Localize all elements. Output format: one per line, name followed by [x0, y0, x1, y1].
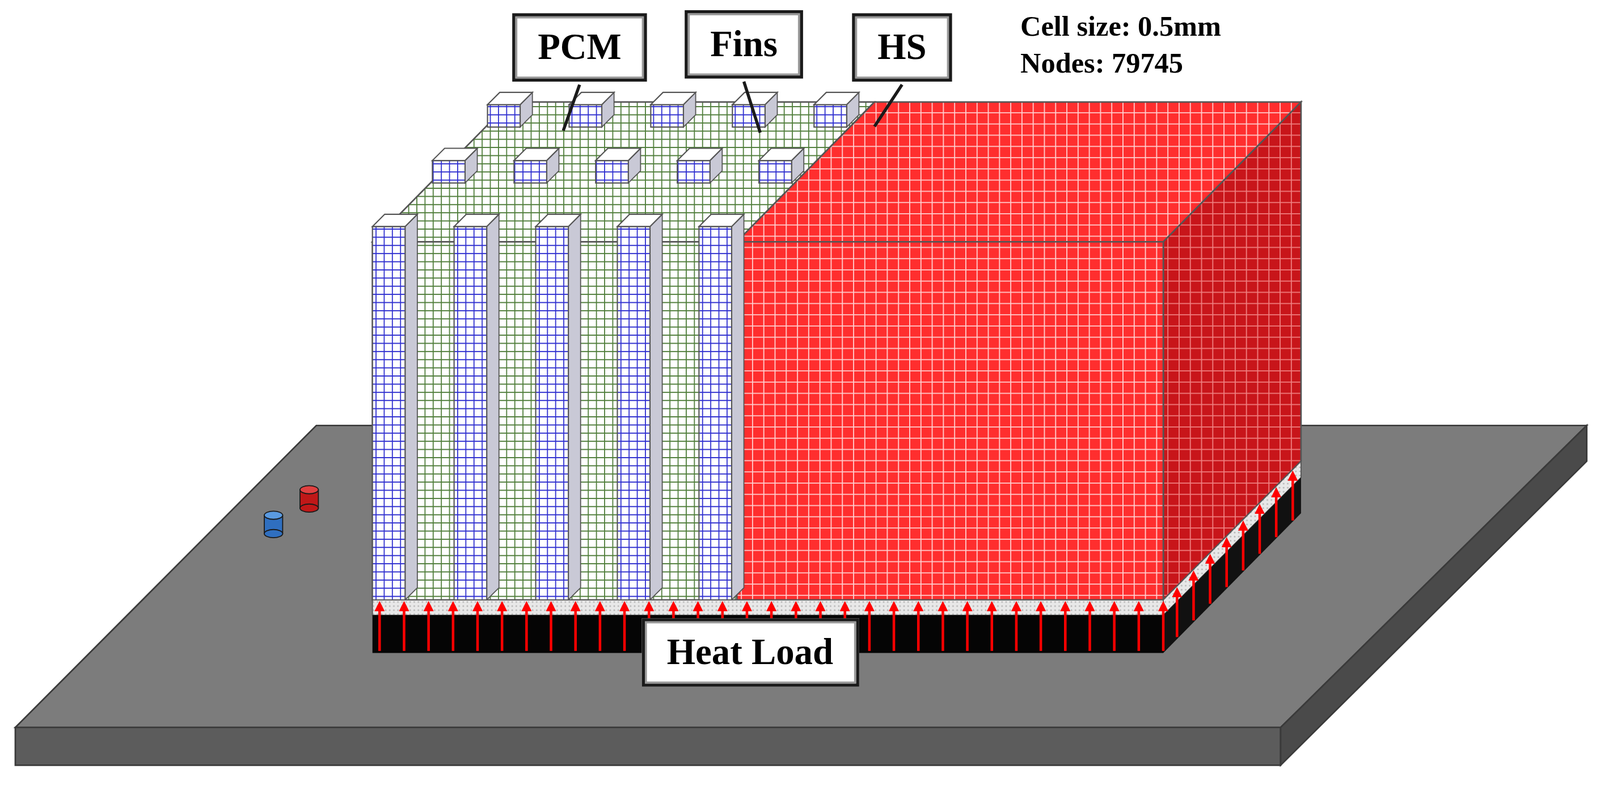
fin-side	[731, 214, 745, 601]
fin-front	[677, 160, 711, 184]
fin-pillar	[513, 148, 559, 184]
heat-arrow	[549, 606, 552, 652]
heat-arrow	[917, 606, 920, 652]
heat-arrow	[1275, 492, 1278, 538]
fin-pillar	[617, 214, 662, 601]
heat-arrow	[1192, 575, 1195, 621]
fin-front	[650, 104, 684, 128]
fin-top	[595, 148, 641, 162]
fin-top	[617, 214, 662, 227]
fin-pillar	[432, 148, 477, 184]
fin-front	[617, 226, 650, 600]
mesh-info: Nodes: 79745	[1020, 47, 1184, 80]
heat-arrow	[1112, 606, 1116, 652]
heat-arrow	[965, 606, 969, 652]
leader-line	[744, 81, 761, 133]
fin-top	[732, 92, 778, 105]
fin-side	[404, 214, 418, 601]
fin-top	[432, 148, 477, 162]
callout-box: HS	[851, 13, 952, 82]
heat-arrow	[990, 606, 993, 652]
fin-top	[698, 214, 744, 227]
fin-pillar	[595, 148, 641, 184]
heat-arrow	[941, 606, 944, 652]
heat-arrow	[1064, 606, 1067, 652]
fin-top	[650, 92, 696, 105]
leader-line	[563, 84, 580, 131]
box-label: Fins	[710, 22, 778, 67]
heat-arrow	[573, 606, 577, 652]
heat-arrow	[452, 606, 455, 652]
fin-front	[535, 226, 569, 600]
fin-pillars-back	[432, 92, 859, 184]
heat-arrow	[1162, 606, 1165, 652]
heat-arrow	[1242, 525, 1245, 571]
fin-top	[758, 148, 804, 162]
fin-pillar	[813, 92, 859, 128]
heat-arrow	[1175, 592, 1179, 637]
heat-arrow	[1258, 508, 1261, 554]
leader-lines	[563, 81, 902, 133]
fin-pillar	[698, 214, 744, 601]
heat-arrow	[1088, 606, 1091, 652]
fin-front	[758, 160, 792, 184]
fin-top	[513, 148, 559, 162]
fin-front	[487, 104, 521, 128]
fin-pillar	[487, 92, 533, 128]
fin-top	[813, 92, 859, 105]
fin-top	[372, 214, 418, 227]
fin-front	[513, 160, 547, 184]
fin-front	[454, 226, 488, 600]
heat-arrow	[476, 606, 479, 652]
fin-pillar	[372, 214, 418, 601]
callout-box: PCM	[512, 13, 647, 82]
heat-arrow	[500, 606, 504, 652]
fin-pillar	[454, 214, 500, 601]
fin-pillars-front	[372, 214, 745, 601]
mesh-info: Cell size: 0.5mm	[1020, 10, 1222, 44]
fin-pillar	[650, 92, 696, 128]
fin-front	[698, 226, 732, 600]
load-box: Heat Load	[641, 618, 859, 687]
fin-pillar	[758, 148, 804, 184]
fin-front	[372, 226, 406, 600]
heat-arrow	[1225, 542, 1228, 588]
fin-front	[732, 104, 766, 128]
heat-arrow	[1015, 606, 1018, 652]
fin-front	[813, 104, 847, 128]
fin-side	[568, 214, 581, 601]
sensor-cylinders	[264, 485, 319, 538]
fin-front	[595, 160, 629, 184]
heat-arrow	[598, 606, 602, 652]
heat-arrow	[427, 606, 430, 652]
heat-arrow	[378, 606, 381, 652]
heat-arrow	[1039, 606, 1042, 652]
box-label: PCM	[537, 25, 622, 70]
fin-front	[432, 160, 466, 184]
fin-side	[486, 214, 500, 601]
fin-pillar	[677, 148, 723, 184]
fin-pillar	[732, 92, 778, 128]
fin-top	[677, 148, 723, 162]
fin-top	[454, 214, 500, 227]
heat-arrow	[1137, 606, 1141, 652]
fin-top	[487, 92, 533, 105]
heat-arrow	[868, 606, 871, 652]
heat-arrow	[1208, 558, 1211, 604]
box-label: Heat Load	[666, 630, 834, 675]
fin-side	[649, 214, 663, 601]
leader-line	[874, 84, 903, 127]
heat-arrow	[623, 606, 626, 652]
heat-arrow	[525, 606, 528, 652]
heat-arrow	[402, 606, 405, 652]
fin-top	[535, 214, 581, 227]
box-label: HS	[877, 25, 927, 70]
heat-arrow	[892, 606, 896, 652]
heat-sink-block	[736, 102, 1302, 601]
fin-front	[568, 104, 602, 128]
fin-pillar	[535, 214, 581, 601]
heat-arrow	[1291, 475, 1294, 521]
callout-box: Fins	[684, 10, 804, 79]
